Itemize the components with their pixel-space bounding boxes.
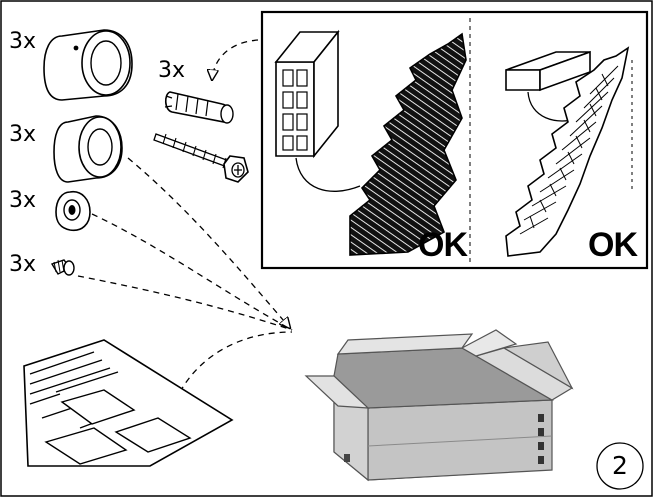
quantity-washer: 3x [9, 188, 37, 213]
arrow-to-plug [212, 39, 259, 80]
washer-icon [55, 190, 91, 232]
wall-plug-icon [164, 91, 234, 124]
step-number: 2 [612, 451, 628, 480]
ok-label-hollow-block: OK [418, 226, 468, 264]
small-screw-icon [50, 259, 75, 276]
cardboard-box-icon [304, 329, 574, 482]
solid-brick-icon [505, 50, 591, 92]
arrow-from-instructions [179, 331, 293, 393]
quantity-wall-plug: 3x [158, 58, 186, 83]
cap-large-icon [43, 29, 133, 101]
hollow-block-leader [295, 157, 361, 192]
hollow-block-icon [274, 29, 340, 159]
arrow-from-washer [91, 213, 293, 331]
instruction-sheet-icon [23, 339, 234, 467]
quantity-small-screw: 3x [9, 252, 37, 277]
ok-label-solid-brick: OK [588, 226, 638, 264]
hollow-block-wall-icon [349, 32, 467, 256]
quantity-cap-large: 3x [9, 29, 37, 54]
long-screw-icon [153, 133, 249, 183]
quantity-spacer-sleeve: 3x [9, 122, 37, 147]
arrow-from-screw [77, 275, 293, 331]
solid-brick-wall-icon [505, 46, 630, 257]
step-circle [596, 442, 644, 490]
spacer-sleeve-icon [53, 115, 123, 183]
